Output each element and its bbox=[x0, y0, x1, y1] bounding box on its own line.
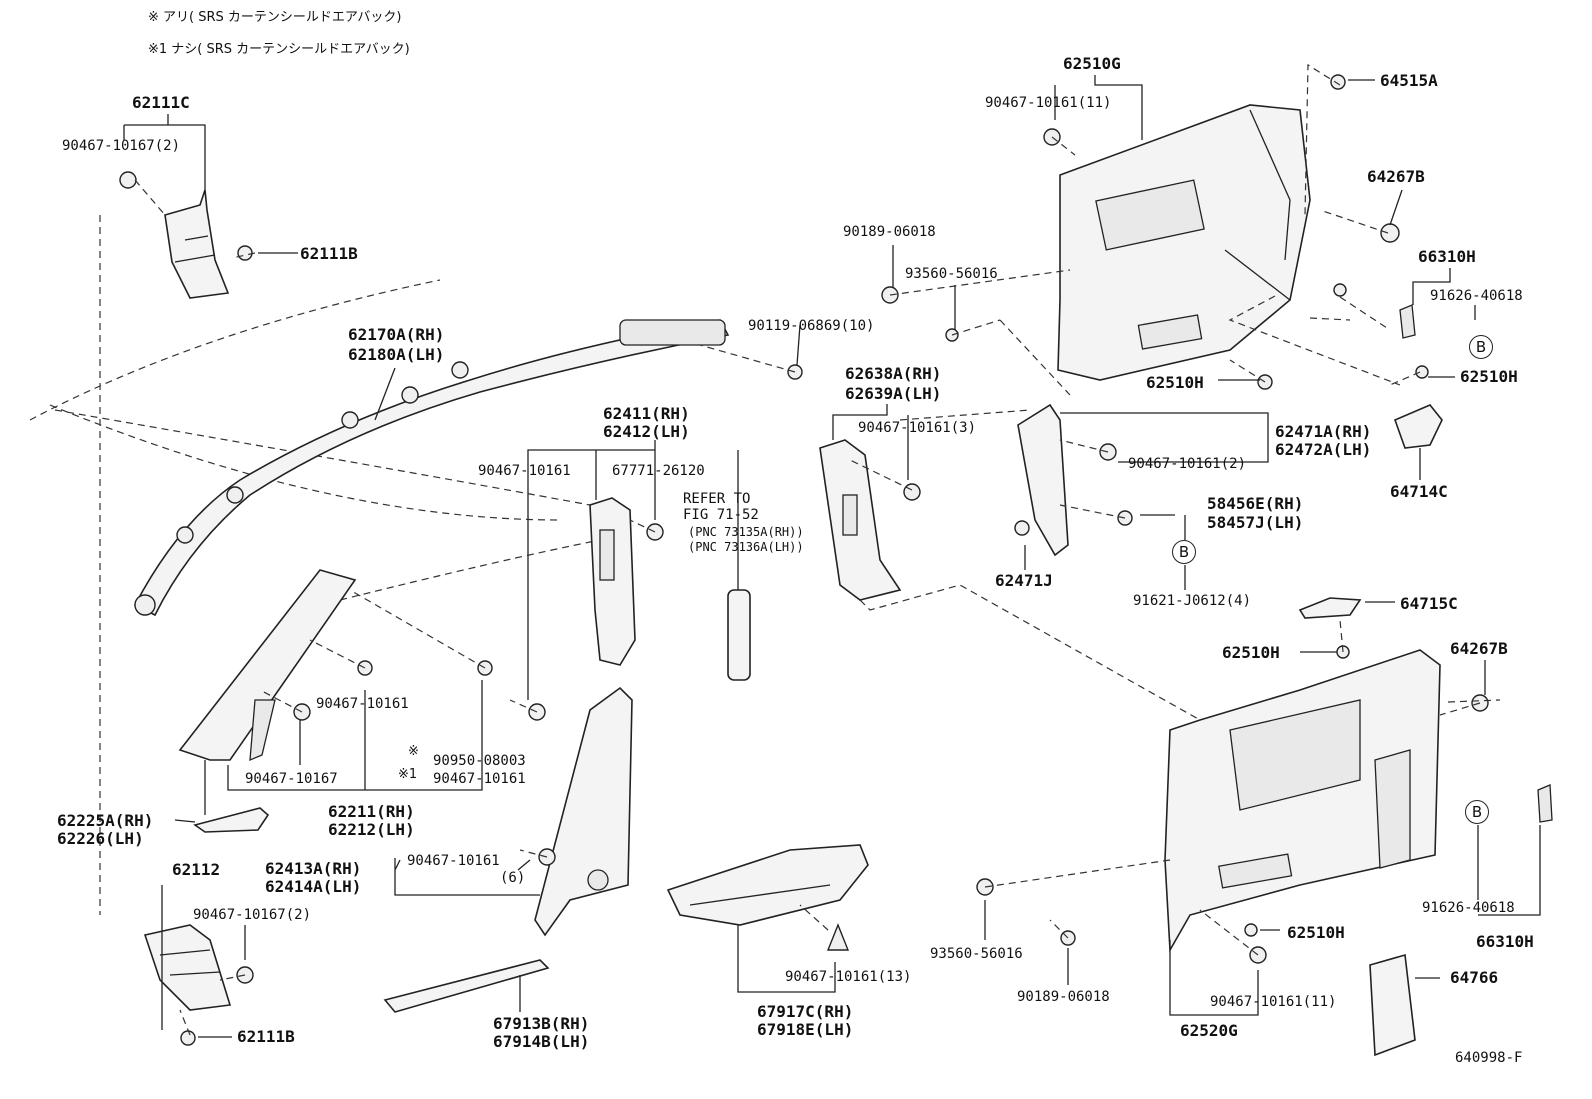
label-58456E: 58456E(RH) bbox=[1207, 494, 1304, 513]
label-90467-10167-2: 90467-10167(2) bbox=[62, 138, 181, 154]
refer-line-1: REFER TO bbox=[683, 491, 751, 507]
fastener-group bbox=[119, 74, 1489, 1046]
figure-code: 640998-F bbox=[1455, 1050, 1523, 1066]
label-90467-10161: 90467-10161 bbox=[316, 696, 409, 712]
label-90189-06018: 90189-06018 bbox=[1017, 989, 1110, 1005]
label-62111B: 62111B bbox=[237, 1027, 295, 1046]
label-62111C: 62111C bbox=[132, 93, 190, 112]
label-62510H: 62510H bbox=[1460, 367, 1518, 386]
label-66310H: 66310H bbox=[1476, 932, 1534, 951]
label-90467-10161-3: 90467-10161(3) bbox=[858, 420, 977, 436]
label-62111B: 62111B bbox=[300, 244, 358, 263]
label-93560-56016: 93560-56016 bbox=[905, 266, 998, 282]
label-66310H: 66310H bbox=[1418, 247, 1476, 266]
label-90467-10161-2: 90467-10161(2) bbox=[1128, 456, 1247, 472]
label-62414A: 62414A(LH) bbox=[265, 877, 362, 896]
part-66310H-a bbox=[1399, 304, 1416, 339]
label-62472A: 62472A(LH) bbox=[1275, 440, 1372, 459]
roof-outline bbox=[29, 215, 561, 915]
part-62638A bbox=[819, 439, 902, 601]
label-91626-40618: 91626-40618 bbox=[1430, 288, 1523, 304]
label-90467-10161-11: 90467-10161(11) bbox=[1210, 994, 1337, 1010]
part-62413A bbox=[534, 686, 633, 937]
note-airbag-no: ※1 ナシ( SRS カーテンシールドエアバック) bbox=[148, 42, 410, 57]
part-62211 bbox=[178, 569, 357, 761]
label-90467-10161: 90467-10161 bbox=[407, 853, 500, 869]
mark-airbag-no: ※1 bbox=[398, 767, 418, 782]
part-73135A bbox=[727, 589, 751, 681]
refer-line-3: (PNC 73135A(RH)) bbox=[688, 525, 804, 539]
roof-curve bbox=[54, 409, 601, 601]
label-90467-10161: 90467-10161 bbox=[478, 463, 571, 479]
label-90189-06018: 90189-06018 bbox=[843, 224, 936, 240]
part-62471A bbox=[1017, 403, 1069, 557]
part-62411 bbox=[589, 497, 636, 666]
callout-B: B bbox=[1465, 800, 1489, 824]
refer-line-2: FIG 71-52 bbox=[683, 507, 759, 523]
label-67914B: 67914B(LH) bbox=[493, 1032, 590, 1051]
refer-line-4: (PNC 73136A(LH)) bbox=[688, 540, 804, 554]
label-62180A: 62180A(LH) bbox=[348, 345, 445, 364]
label-62225A: 62225A(RH) bbox=[57, 811, 154, 830]
label-62638A: 62638A(RH) bbox=[845, 364, 942, 383]
callout-B: B bbox=[1469, 335, 1493, 359]
label-62520G: 62520G bbox=[1180, 1021, 1238, 1040]
label-62639A: 62639A(LH) bbox=[845, 384, 942, 403]
label-62170A: 62170A(RH) bbox=[348, 325, 445, 344]
label-90467-10161-11: 90467-10161(11) bbox=[985, 95, 1112, 111]
label-62211: 62211(RH) bbox=[328, 802, 415, 821]
label-62510H: 62510H bbox=[1146, 373, 1204, 392]
label-62411: 62411(RH) bbox=[603, 404, 690, 423]
label-64714C: 64714C bbox=[1390, 482, 1448, 501]
label-67913B: 67913B(RH) bbox=[493, 1014, 590, 1033]
label-91621-J0612: 91621-J0612(4) bbox=[1133, 593, 1252, 609]
label-93560-56016: 93560-56016 bbox=[930, 946, 1023, 962]
label-62471J: 62471J bbox=[995, 571, 1053, 590]
label-62412: 62412(LH) bbox=[603, 422, 690, 441]
part-62112 bbox=[143, 924, 232, 1011]
part-67917C bbox=[666, 844, 869, 926]
part-62225A bbox=[193, 807, 270, 833]
label-91626-40618: 91626-40618 bbox=[1422, 900, 1515, 916]
mark-airbag-yes: ※ bbox=[408, 744, 419, 759]
label-58457J: 58457J(LH) bbox=[1207, 513, 1304, 532]
label-67771-26120: 67771-26120 bbox=[612, 463, 705, 479]
label-62510G: 62510G bbox=[1063, 54, 1121, 73]
label-qty-6: (6) bbox=[500, 870, 526, 886]
label-67918E: 67918E(LH) bbox=[757, 1020, 854, 1039]
label-90467-10167-2: 90467-10167(2) bbox=[193, 907, 312, 923]
label-64267B: 64267B bbox=[1450, 639, 1508, 658]
part-66310H-b bbox=[1537, 784, 1553, 823]
label-90467-10161: 90467-10161 bbox=[433, 771, 526, 787]
label-90119-06869: 90119-06869(10) bbox=[748, 318, 875, 334]
label-62471A: 62471A(RH) bbox=[1275, 422, 1372, 441]
note-airbag-yes: ※ アリ( SRS カーテンシールドエアバック) bbox=[148, 10, 402, 25]
label-64267B: 64267B bbox=[1367, 167, 1425, 186]
label-90467-10161-13: 90467-10161(13) bbox=[785, 969, 912, 985]
part-64714C bbox=[1393, 404, 1443, 449]
label-64715C: 64715C bbox=[1400, 594, 1458, 613]
leader-lines bbox=[123, 75, 1541, 1038]
part-62111C bbox=[164, 189, 230, 299]
label-90950-08003: 90950-08003 bbox=[433, 753, 526, 769]
label-62510H: 62510H bbox=[1222, 643, 1280, 662]
part-62510G bbox=[1057, 104, 1311, 381]
label-64766: 64766 bbox=[1450, 968, 1499, 987]
label-62510H: 62510H bbox=[1287, 923, 1345, 942]
label-90467-10167: 90467-10167 bbox=[245, 771, 338, 787]
callout-B: B bbox=[1172, 540, 1196, 564]
label-62112: 62112 bbox=[172, 860, 221, 879]
label-62413A: 62413A(RH) bbox=[265, 859, 362, 878]
label-62212: 62212(LH) bbox=[328, 820, 415, 839]
part-64766 bbox=[1369, 953, 1416, 1057]
label-62226: 62226(LH) bbox=[57, 829, 144, 848]
part-67913B bbox=[383, 959, 550, 1013]
part-64715C bbox=[1298, 597, 1362, 619]
label-64515A: 64515A bbox=[1380, 71, 1438, 90]
label-67917C: 67917C(RH) bbox=[757, 1002, 854, 1021]
